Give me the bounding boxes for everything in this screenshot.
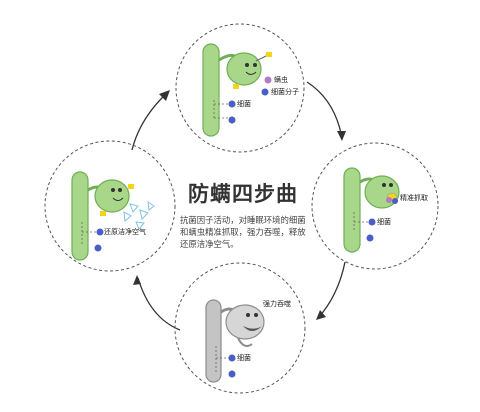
bacteria-icon <box>228 116 236 124</box>
agent-mouth <box>112 197 124 201</box>
step-left-illustration <box>71 171 155 261</box>
agent-eye <box>254 313 258 317</box>
agent-head <box>94 179 130 213</box>
bacteria-molecule-icon <box>392 198 398 204</box>
circle-step-left <box>44 140 176 272</box>
agent-body <box>237 337 253 347</box>
dotted-lines <box>353 212 370 232</box>
label-bacteria: 细菌 <box>237 100 251 108</box>
agent-foot <box>233 84 239 89</box>
fiber-stem <box>202 43 220 137</box>
label-strong-devour: 强力吞噬 <box>263 300 291 308</box>
label-bacteria-molecule: 细菌分子 <box>271 88 299 96</box>
label-bacteria: 细菌 <box>377 218 391 226</box>
agent-eye <box>246 313 250 317</box>
mite-icon <box>386 197 392 203</box>
label-clean-air: 还原洁净空气 <box>104 228 146 236</box>
fiber-stem <box>343 167 361 253</box>
agent-eye <box>111 188 115 192</box>
bacteria-icon <box>368 218 376 226</box>
agent-hand <box>266 52 272 57</box>
bacteria-icon <box>228 370 236 378</box>
agent-head <box>225 304 265 340</box>
bacteria-icon <box>94 244 102 252</box>
arrow-left-to-top <box>131 91 169 151</box>
bacteria-icon <box>228 100 236 108</box>
dotted-lines <box>215 346 230 372</box>
circle-step-top <box>175 23 305 153</box>
fiber-stem <box>71 171 89 261</box>
clean-air-icon <box>123 200 155 230</box>
agent-mouth <box>245 71 257 75</box>
agent-eye <box>382 183 386 187</box>
bacteria-molecule-icon <box>261 88 269 96</box>
circle-step-bottom <box>174 262 306 394</box>
circle-step-right <box>311 142 439 270</box>
description-line: 和螨虫精准抓取，强力吞噬，释放 <box>180 227 306 237</box>
diagram-title: 防螨四步曲 <box>188 182 298 206</box>
bacteria-icon <box>228 354 236 362</box>
arrow-bottom-to-left <box>137 277 181 331</box>
agent-head <box>226 52 262 86</box>
arrowhead-bottom <box>316 310 326 320</box>
agent-eye <box>253 63 257 67</box>
label-bacteria: 细菌 <box>237 354 251 362</box>
step-circles <box>44 23 439 394</box>
agent-eye <box>389 183 393 187</box>
bacteria-icon <box>96 228 104 236</box>
agent-mouth <box>243 326 262 331</box>
agent-hand <box>128 184 134 189</box>
arrowhead-right <box>337 131 346 141</box>
description-line: 抗菌因子活动，对睡眠环境的细菌 <box>180 215 306 225</box>
step-top-illustration <box>202 43 272 137</box>
diagram-description: 抗菌因子活动，对睡眠环境的细菌 和螨虫精准抓取，强力吞噬，释放 还原洁净空气。 <box>180 214 308 250</box>
label-precise-capture: 精准抓取 <box>400 194 428 202</box>
step-right-illustration <box>343 167 400 253</box>
step-bottom-illustration <box>205 299 265 383</box>
bacteria-icon <box>366 234 374 242</box>
mite-icon <box>264 76 272 84</box>
dotted-lines <box>81 222 98 246</box>
agent-eye <box>245 63 249 67</box>
agent-eye <box>118 188 122 192</box>
label-mite: 螨虫 <box>274 76 288 84</box>
description-line: 还原洁净空气。 <box>180 239 239 249</box>
arrow-right-to-bottom <box>317 261 346 319</box>
agent-foot <box>100 211 106 216</box>
dotted-lines <box>213 100 230 119</box>
arrow-top-to-right <box>306 81 343 139</box>
arrowhead-top <box>159 90 170 101</box>
arrowhead-left <box>133 275 141 285</box>
arrow-heads <box>133 90 346 320</box>
fiber-stem <box>205 299 222 383</box>
